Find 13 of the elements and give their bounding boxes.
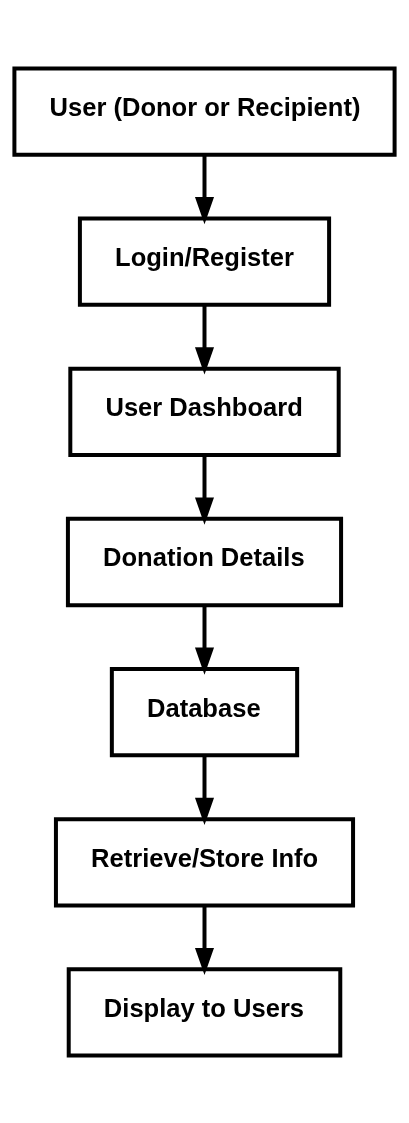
arrow <box>194 154 215 224</box>
node-box: Login/Register <box>77 216 332 307</box>
node-box: Donation Details <box>65 516 344 607</box>
node-box: Database <box>109 666 300 757</box>
arrow <box>194 454 215 525</box>
arrow <box>194 304 215 374</box>
arrow <box>194 755 215 825</box>
node-box: Display to Users <box>66 966 343 1058</box>
node-box: User Dashboard <box>68 366 341 457</box>
arrow <box>194 905 215 975</box>
node-box: Retrieve/Store Info <box>53 816 356 907</box>
node-box: User (Donor or Recipient) <box>12 65 397 157</box>
arrow <box>194 604 215 675</box>
